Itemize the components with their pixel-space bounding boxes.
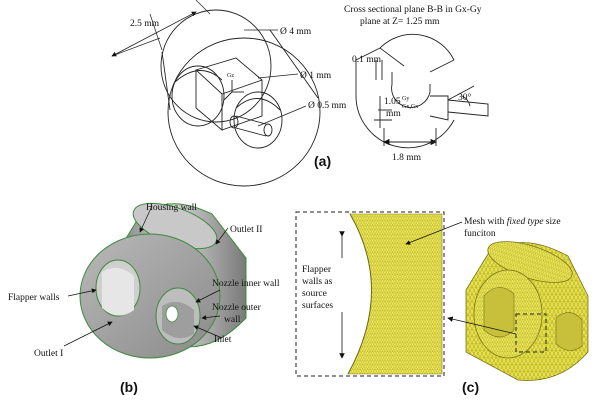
label-housing-wall: Housing wall <box>146 203 197 213</box>
panel-c-label: (c) <box>462 379 479 395</box>
section-axis-gy: Gy <box>402 96 409 102</box>
panel-a-dims <box>111 0 307 127</box>
label-outlet-1: Outlet I <box>34 349 63 359</box>
panel-b-label: (b) <box>120 379 138 395</box>
dim-nozzle-dia: Ø 0.5 mm <box>308 101 347 111</box>
section-axis-gx: Gx,Gx <box>402 104 418 110</box>
dim-gap: 0.1 mm <box>352 55 382 65</box>
label-inlet: Inlet <box>214 335 232 345</box>
panel-b-model <box>79 202 247 359</box>
dim-length: 2.5 mm <box>130 19 160 29</box>
dim-height: 1.05 <box>384 97 401 107</box>
label-flapper-3: source <box>302 289 327 299</box>
label-nozzle-inner-wall: Nozzle inner wall <box>212 279 280 289</box>
dim-outer-dia: Ø 4 mm <box>280 27 312 37</box>
flapper-edge <box>347 213 372 375</box>
zoom-box <box>295 211 445 377</box>
label-nozzle-outer-1: Nozzle outer <box>212 303 262 313</box>
label-mesh-line1: Mesh with fixed type size <box>464 216 561 227</box>
dim-width: 1.8 mm <box>392 153 422 163</box>
section-title-2: plane at Z= 1.25 mm <box>360 17 440 27</box>
panel-c-model <box>465 241 589 381</box>
label-flapper-2: walls as <box>302 277 333 287</box>
panel-a-wireframe <box>160 9 321 187</box>
panel-b-leaders <box>63 205 229 347</box>
label-mesh-line2: funciton <box>464 228 496 239</box>
label-nozzle-outer-2: wall <box>224 315 241 325</box>
panel-a-label: (a) <box>314 153 331 169</box>
back-ellipse <box>160 9 272 123</box>
mesh-leader <box>405 221 463 245</box>
label-outlet-2: Outlet II <box>230 225 262 235</box>
dim-angle: 30° <box>458 92 472 103</box>
front-ellipse <box>167 37 321 187</box>
section-title-1: Cross sectional plane B-B in Gx-Gy <box>344 5 482 15</box>
axis-gz-label: Gz <box>227 73 234 79</box>
dim-height-unit: mm <box>386 109 401 119</box>
label-flapper-walls: Flapper walls <box>8 293 60 303</box>
label-flapper-4: surfaces <box>302 300 333 311</box>
zoom-arrow <box>447 316 517 335</box>
cross-section <box>355 33 489 149</box>
dim-inner-dia: Ø 1 mm <box>300 71 332 81</box>
label-flapper-1: Flapper <box>302 265 332 275</box>
